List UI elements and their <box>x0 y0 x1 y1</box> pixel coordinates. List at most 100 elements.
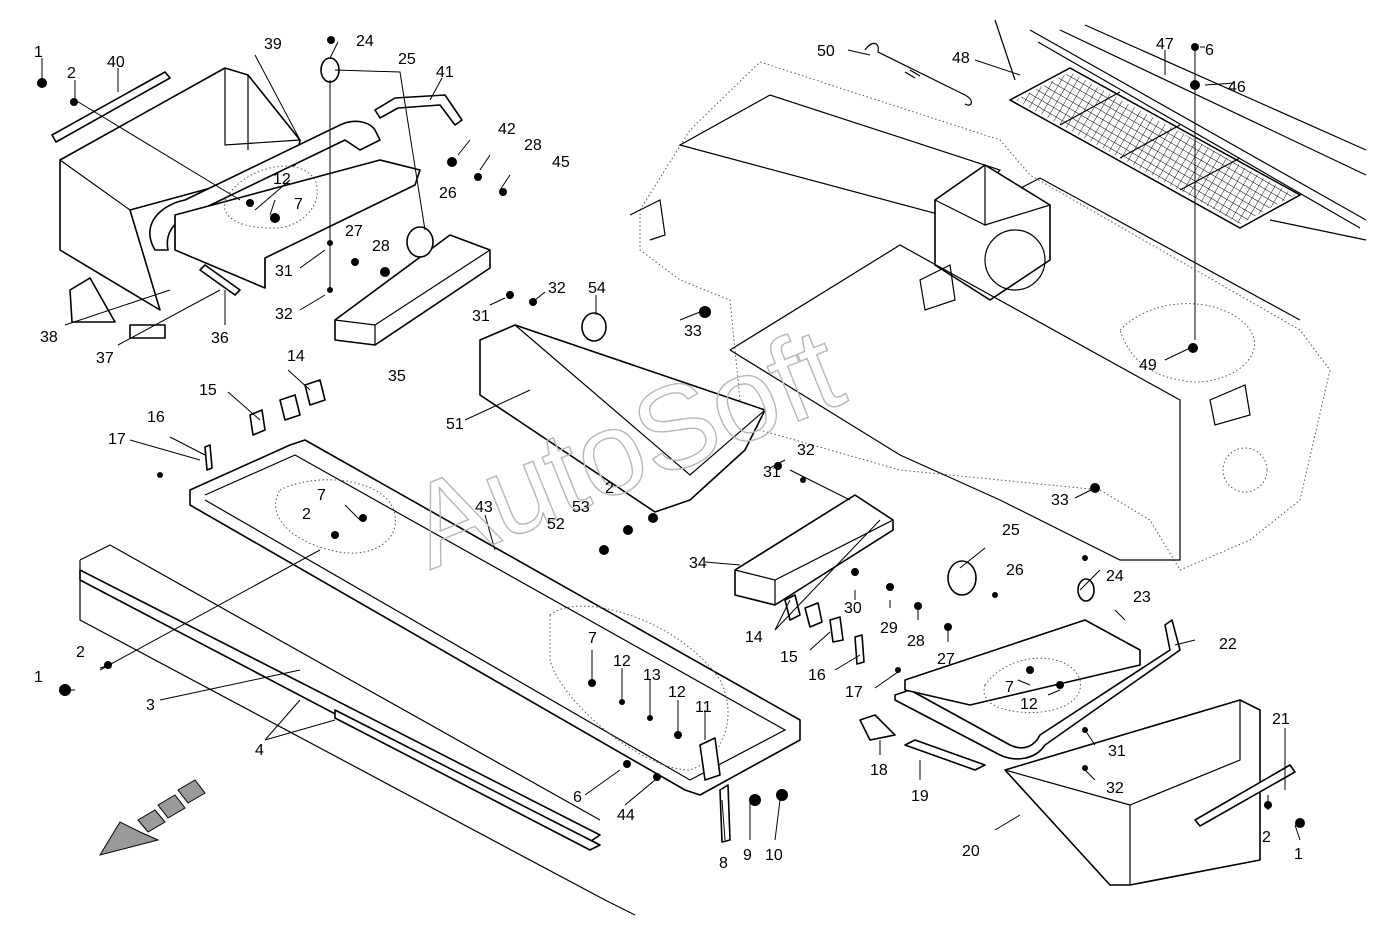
clamps-14 <box>204 379 865 843</box>
part-label: 12 <box>1020 696 1038 713</box>
part-label: 12 <box>668 684 686 701</box>
part-label: 1 <box>1294 846 1303 863</box>
part-label: 54 <box>588 280 606 297</box>
part-label: 13 <box>643 667 661 684</box>
part-label: 2 <box>76 644 85 661</box>
part-label: 18 <box>870 762 888 779</box>
part-label: 36 <box>211 330 229 347</box>
part-label: 28 <box>524 137 542 154</box>
part-label: 14 <box>287 348 305 365</box>
part-label: 27 <box>345 223 363 240</box>
part-label: 32 <box>797 442 815 459</box>
part-label: 48 <box>952 50 970 67</box>
part-label: 28 <box>372 238 390 255</box>
machine-housing <box>629 19 1367 571</box>
part-label: 6 <box>573 789 582 806</box>
screen-mesh-48 <box>1008 67 1302 229</box>
part-label: 52 <box>547 516 565 533</box>
part-label: 42 <box>498 121 516 138</box>
bracket-35 <box>334 234 491 346</box>
part-label: 2 <box>1262 829 1271 846</box>
mount-25-bottom <box>947 560 977 596</box>
part-label: 50 <box>817 43 835 60</box>
part-label: 20 <box>962 843 980 860</box>
part-label: 1 <box>34 44 43 61</box>
part-label: 7 <box>1005 679 1014 696</box>
part-label: 46 <box>1228 79 1246 96</box>
fasteners <box>37 36 1305 828</box>
part-label: 31 <box>1108 743 1126 760</box>
part-label: 31 <box>275 263 293 280</box>
guard-20 <box>1004 699 1261 886</box>
part-label: 33 <box>1051 492 1069 509</box>
part-label: 1 <box>34 669 43 686</box>
bracket-34 <box>734 494 894 606</box>
part-label: 53 <box>572 499 590 516</box>
part-label: 32 <box>548 280 566 297</box>
part-label: 15 <box>780 649 798 666</box>
mount-25-top <box>320 57 434 258</box>
part-label: 16 <box>808 667 826 684</box>
tube-frame-22 <box>894 619 1181 760</box>
part-label: 12 <box>613 653 631 670</box>
part-label: 34 <box>689 555 707 572</box>
part-label: 12 <box>273 171 291 188</box>
strip-21 <box>1194 764 1296 827</box>
rod-50 <box>864 42 972 106</box>
part-label: 7 <box>317 487 326 504</box>
part-label: 41 <box>436 64 454 81</box>
part-label: 32 <box>1106 780 1124 797</box>
part-label: 29 <box>880 620 898 637</box>
part-label: 7 <box>588 630 597 647</box>
part-label: 9 <box>743 847 752 864</box>
part-label: 3 <box>146 697 155 714</box>
part-label: 38 <box>40 329 58 346</box>
part-label: 25 <box>398 51 416 68</box>
strip-40 <box>51 71 171 143</box>
part-label: 15 <box>199 382 217 399</box>
part-labels: 1 2 40 39 24 25 41 42 28 45 12 7 26 27 2… <box>34 33 1303 872</box>
direction-arrow <box>98 779 206 856</box>
plate-38 <box>69 277 116 323</box>
main-frame-43 <box>189 439 801 796</box>
part-label: 27 <box>937 651 955 668</box>
part-label: 39 <box>264 36 282 53</box>
part-label: 4 <box>255 742 264 759</box>
part-label: 26 <box>439 185 457 202</box>
part-label: 22 <box>1219 636 1237 653</box>
part-label: 24 <box>356 33 374 50</box>
part-label: 11 <box>695 699 712 716</box>
part-label: 8 <box>719 855 728 872</box>
part-label: 2 <box>67 65 76 82</box>
part-label: 10 <box>765 847 783 864</box>
part-label: 47 <box>1156 36 1174 53</box>
part-label: 32 <box>275 306 293 323</box>
leader-lines <box>41 41 1301 841</box>
part-label: 45 <box>552 154 570 171</box>
chute-51 <box>479 312 766 513</box>
part-label: 25 <box>1002 522 1020 539</box>
mount-24-bottom <box>1077 578 1095 602</box>
part-label: 30 <box>844 600 862 617</box>
part-label: 19 <box>911 788 929 805</box>
part-label: 23 <box>1133 589 1151 606</box>
part-label: 17 <box>108 431 126 448</box>
part-label: 14 <box>745 629 763 646</box>
part-label: 44 <box>617 807 635 824</box>
part-label: 21 <box>1272 711 1290 728</box>
part-label: 35 <box>388 368 406 385</box>
plate-19 <box>904 739 986 771</box>
part-label: 51 <box>446 416 464 433</box>
part-label: 17 <box>845 684 863 701</box>
part-label: 6 <box>1205 42 1214 59</box>
part-label: 2 <box>302 506 311 523</box>
plate-18 <box>859 714 896 741</box>
part-label: 37 <box>96 350 114 367</box>
part-label: 16 <box>147 409 165 426</box>
part-label: 2 <box>605 480 614 497</box>
part-label: 33 <box>684 323 702 340</box>
tube-frame-36 <box>149 120 421 296</box>
part-label: 49 <box>1139 357 1157 374</box>
part-label: 7 <box>294 196 303 213</box>
